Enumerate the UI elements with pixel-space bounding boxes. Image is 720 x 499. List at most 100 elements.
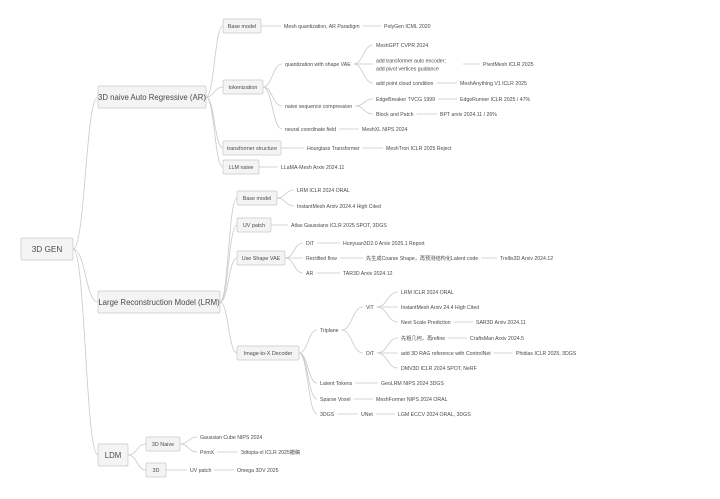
node-label: UNet	[361, 412, 373, 418]
node-label: 3D	[153, 468, 160, 474]
node-llama-mesh-arxiv-2024-11: LLaMA-Mesh Arxiv 2024.11	[281, 165, 344, 171]
node-label: LRM ICLR 2024 ORAL	[297, 188, 350, 194]
node-label: InstantMesh Arxiv 24.4 High Cited	[401, 305, 479, 311]
node-box	[222, 79, 264, 95]
connector-line	[179, 436, 198, 445]
connector-line	[298, 352, 318, 384]
node-3dtopia-xl-iclr-2025: 3dtopia-xl ICLR 2025撤稿	[241, 448, 300, 456]
connector-line	[205, 96, 224, 168]
connector-line	[355, 105, 374, 115]
node-lrm-iclr-2024-oral: LRM ICLR 2024 ORAL	[401, 290, 454, 296]
node-label: tokenization	[229, 85, 258, 91]
node-meshanything-v1-iclr-2025: MeshAnything V1 ICLR 2025	[460, 81, 527, 87]
node-meshxl-nips-2024: MeshXL NIPS 2024	[362, 127, 407, 133]
node-label: add 3D RAG reference with ControlNet	[401, 351, 491, 357]
node-label: Use Shape VAE	[242, 256, 281, 262]
connector-line	[341, 306, 364, 331]
node-transformer-structure: transformer structure	[222, 140, 282, 156]
node-pivotmesh-iclr-2025: PivotMesh ICLR 2025	[483, 62, 534, 68]
node-label: ViT	[366, 305, 375, 311]
connector-line	[205, 86, 224, 98]
node-label: 先粗几何，再refine	[401, 334, 445, 342]
node-box	[222, 159, 260, 175]
node-gaussian-cube-nips-2024: Gaussian Cube NIPS 2024	[200, 435, 262, 441]
node-meshformer-nips-2024-oral: MeshFormer NIPS 2024 ORAL	[376, 397, 448, 403]
node-label: naive sequence compression	[285, 104, 352, 110]
node-image-to-x-decoder: Image-to-X Decoder	[236, 345, 300, 361]
node-label: Omega 3DV 2025	[237, 468, 279, 474]
node-label: Gaussian Cube NIPS 2024	[200, 435, 262, 441]
connector-line	[376, 291, 399, 308]
node-naive-sequence-compression: naive sequence compression	[285, 104, 352, 110]
connector-line	[284, 242, 304, 259]
node-label: Base model	[228, 24, 256, 30]
node-primx: PrimX	[200, 450, 215, 456]
connector-line	[353, 63, 374, 84]
node-phidias-iclr-2025-3dgs: Phidias ICLR 2025, 3DGS	[516, 351, 577, 357]
node-box	[236, 345, 300, 361]
connector-line	[72, 248, 99, 303]
node-block-and-patch: Block and Patch	[376, 112, 414, 118]
node-label: LGM ECCV 2024 ORAL, 3DGS	[398, 412, 471, 418]
node-box	[145, 462, 167, 478]
node-box	[145, 436, 181, 452]
node-label: 先生成Coarse Shape，再预测结构化Latent code	[366, 254, 478, 262]
node-hunyuan3d2-0-arxiv-2025-1-report: Hunyuan3D2.0 Arxiv 2025.1 Report	[343, 241, 425, 247]
node-vit: ViT	[366, 305, 375, 311]
connector-line	[219, 301, 238, 354]
node-label: MeshGPT CVPR 2024	[376, 43, 428, 49]
node-box	[20, 237, 74, 261]
node-label: MeshAnything V1 ICLR 2025	[460, 81, 527, 87]
connector-line	[341, 329, 364, 354]
node-label: Next Scale Prediction	[401, 320, 451, 326]
node-label: Phidias ICLR 2025, 3DGS	[516, 351, 577, 357]
connector-line	[376, 306, 399, 323]
node-label: DiT	[366, 351, 375, 357]
node-3d-naive-auto-regressive-ar: 3D naive Auto Regressive (AR)	[97, 85, 207, 109]
node-3d-gen: 3D GEN	[20, 237, 74, 261]
node-label: PivotMesh ICLR 2025	[483, 62, 534, 68]
connector-line	[262, 86, 283, 130]
connector-line	[72, 248, 99, 456]
node-label: LDM	[105, 451, 121, 460]
node-label: Latent Tokens	[320, 381, 353, 387]
node-neural-coordinate-field: neural coordinate field	[285, 127, 336, 133]
connector-line	[298, 352, 318, 415]
node-dit: DiT	[366, 351, 375, 357]
node-unet: UNet	[361, 412, 373, 418]
node-label: PrimX	[200, 450, 215, 456]
node-label: 3DGS	[320, 412, 335, 418]
connector-line	[377, 337, 399, 354]
node-hourglass-transformer: Hourglass Transformer	[307, 146, 360, 152]
connector-line	[276, 189, 295, 199]
connector-line	[219, 224, 238, 303]
node-box	[97, 85, 207, 109]
node-label: Rectified flow	[306, 256, 337, 262]
node-label: add transformer auto encoder;add pivot v…	[376, 59, 446, 73]
node-label: Mesh quantization, AR Paradigm	[284, 24, 360, 30]
node-label: Trellis3D Arxiv 2024.12	[500, 256, 553, 262]
node-coarse-shape-latent-code: 先生成Coarse Shape，再预测结构化Latent code	[366, 254, 478, 262]
node-box	[236, 190, 278, 206]
connector-line	[353, 44, 374, 65]
node-label: Sparse Voxel	[320, 397, 351, 403]
node-label: BPT arxiv 2024.11 / 26%	[440, 112, 497, 118]
node-label: EdgeBreaker TVCG 1999	[376, 97, 435, 103]
node-3d: 3D	[145, 462, 167, 478]
node-tar3d-arxiv-2024-12: TAR3D Arxiv 2024.12	[343, 271, 393, 277]
node-base-model: Base model	[222, 18, 262, 34]
node-label: add point cloud condition	[376, 81, 434, 87]
node-uv-patch: UV patch	[236, 217, 272, 233]
connector-line	[219, 257, 238, 303]
connector-line	[72, 96, 99, 250]
node-rectified-flow: Rectified flow	[306, 256, 337, 262]
connector-line	[262, 63, 283, 88]
node-refine: 先粗几何，再refine	[401, 334, 445, 342]
node-label: AR	[306, 271, 313, 277]
connector-line	[205, 96, 224, 149]
node-label: EdgeRunner ICLR 2025 / 47%	[460, 97, 530, 103]
node-label: InstantMesh Arxiv 2024.4 High Cited	[297, 204, 381, 210]
node-lrm-iclr-2024-oral: LRM ICLR 2024 ORAL	[297, 188, 350, 194]
node-atlas-gaussians-iclr-2025-spot-3dgs: Atlas Gaussians ICLR 2025 SPOT, 3DGS	[291, 223, 387, 229]
connector-line	[355, 98, 374, 107]
